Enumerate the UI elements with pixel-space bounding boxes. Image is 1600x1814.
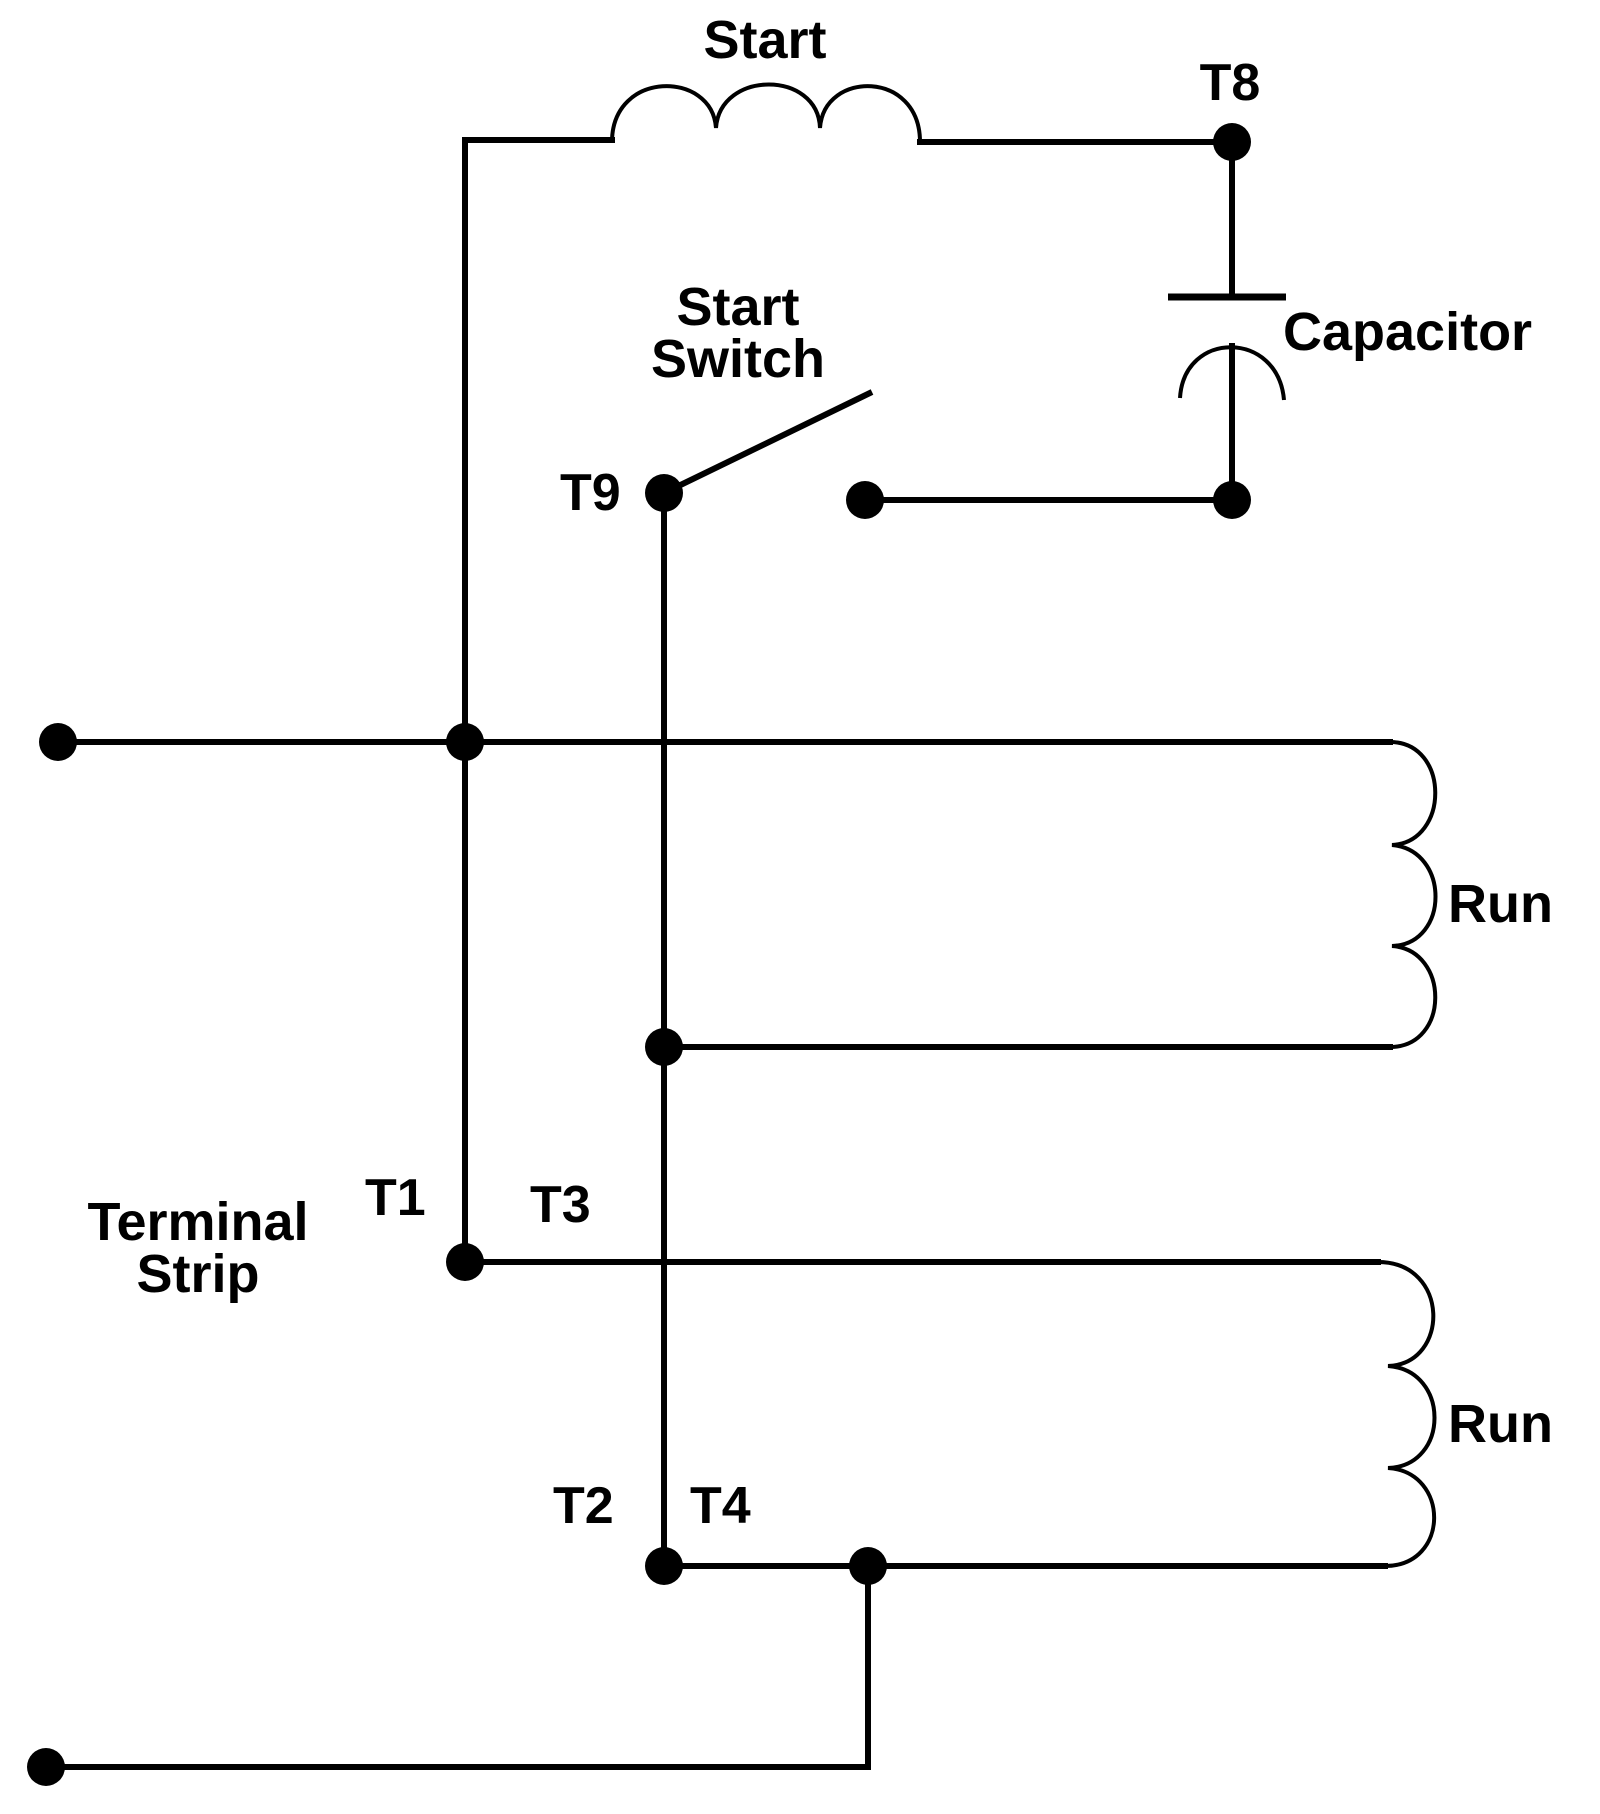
label-capacitor: Capacitor [1283, 302, 1532, 362]
wire-bottom-line [43, 1563, 871, 1770]
wire-start-left [462, 137, 615, 745]
label-terminal-strip-2: Strip [136, 1244, 259, 1304]
label-t1: T1 [365, 1169, 426, 1227]
switch-arm[interactable] [662, 389, 874, 496]
label-start-switch-1: Start [676, 277, 799, 337]
label-terminal-strip-1: Terminal [87, 1192, 308, 1252]
line-terminal-bottom[interactable] [27, 1748, 65, 1786]
label-t9: T9 [560, 464, 621, 522]
start-winding-coil [610, 82, 922, 143]
line-terminal-top[interactable] [39, 723, 77, 761]
run-winding-2-coil [1377, 1260, 1437, 1568]
label-run-top: Run [1448, 874, 1553, 934]
label-t2: T2 [553, 1477, 614, 1535]
label-t3: T3 [530, 1176, 591, 1234]
label-start-switch-2: Switch [651, 329, 825, 389]
junction-dot-run1 [645, 1028, 683, 1066]
label-start-winding: Start [703, 10, 826, 70]
switch-contact-dot [846, 481, 884, 519]
label-run-bottom: Run [1448, 1394, 1553, 1454]
terminal-dot-t2-t4 [645, 1547, 683, 1585]
label-t4: T4 [690, 1477, 751, 1535]
label-t8: T8 [1200, 54, 1261, 112]
run-winding-1-coil [1389, 740, 1438, 1049]
